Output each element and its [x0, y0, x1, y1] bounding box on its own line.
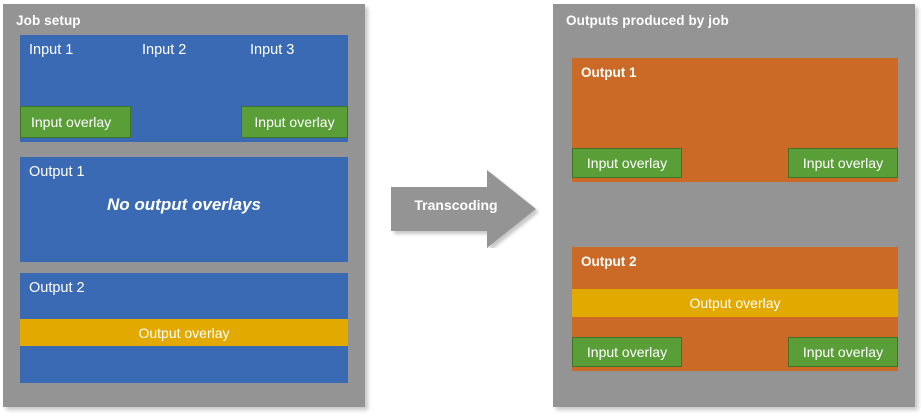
produced-output-2-input-overlay-left-label: Input overlay [586, 344, 668, 360]
setup-output-2-label: Output 2 [29, 280, 85, 296]
input-2-label: Input 2 [142, 42, 187, 58]
input-3-overlay-label: Input overlay [254, 114, 335, 130]
produced-output-2-input-overlay-right: Input overlay [788, 337, 898, 367]
job-setup-panel-title: Job setup [16, 13, 81, 28]
setup-output-1-box: Output 1 No output overlays [20, 157, 348, 262]
transcoding-arrow-label: Transcoding [414, 197, 498, 213]
produced-output-2-input-overlay-left: Input overlay [572, 337, 682, 367]
produced-output-1-label: Output 1 [581, 65, 637, 80]
outputs-produced-panel-title: Outputs produced by job [566, 13, 729, 28]
setup-output-1-label: Output 1 [29, 164, 85, 180]
produced-output-2-box: Output 2 Output overlay Input overlay In… [572, 247, 898, 371]
produced-output-2-output-overlay: Output overlay [572, 289, 898, 317]
job-setup-panel: Job setup Input 1 Input overlay Input 2 … [3, 4, 365, 407]
input-1-overlay-label: Input overlay [31, 114, 112, 130]
produced-output-2-input-overlay-right-label: Input overlay [802, 344, 884, 360]
setup-output-2-box: Output 2 Output overlay [20, 273, 348, 383]
input-3-box: Input 3 Input overlay [241, 35, 348, 142]
produced-output-2-label: Output 2 [581, 254, 637, 269]
input-3-label: Input 3 [250, 42, 295, 58]
input-3-overlay: Input overlay [241, 106, 348, 138]
arrow-right-icon [391, 170, 536, 248]
setup-output-2-output-overlay-label: Output overlay [138, 324, 230, 341]
input-1-overlay: Input overlay [20, 106, 131, 138]
outputs-produced-panel: Outputs produced by job Output 1 Input o… [553, 4, 915, 407]
produced-output-1-box: Output 1 Input overlay Input overlay [572, 58, 898, 182]
produced-output-1-input-overlay-left: Input overlay [572, 148, 682, 178]
input-2-box: Input 2 [133, 35, 240, 142]
input-1-label: Input 1 [29, 42, 74, 58]
transcoding-arrow: Transcoding [391, 170, 541, 248]
setup-output-2-output-overlay: Output overlay [20, 319, 348, 346]
produced-output-1-input-overlay-left-label: Input overlay [586, 155, 668, 171]
produced-output-1-input-overlay-right-label: Input overlay [802, 155, 884, 171]
no-output-overlays-note: No output overlays [107, 195, 261, 214]
produced-output-1-input-overlay-right: Input overlay [788, 148, 898, 178]
produced-output-2-output-overlay-label: Output overlay [689, 295, 781, 311]
